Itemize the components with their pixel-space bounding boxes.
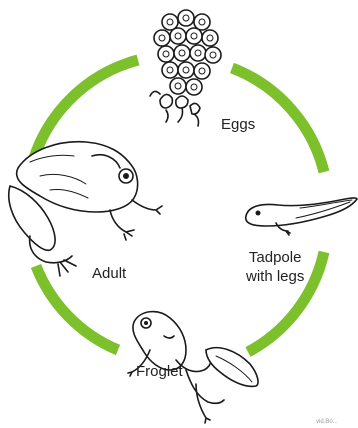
stage-label-adult: Adult: [92, 264, 126, 283]
egg-cluster: [154, 10, 221, 95]
stage-label-froglet: Froglet: [136, 362, 183, 381]
watermark-text: vid.Bo...: [316, 419, 338, 425]
tadpole-eye: [256, 211, 261, 216]
adult-frog-illustration: [9, 142, 162, 276]
eggs-illustration: [150, 10, 221, 126]
tadpole-illustration: [246, 198, 357, 235]
stage-label-tadpole: Tadpole with legs: [246, 248, 304, 286]
hatching-tadpoles: [150, 91, 200, 126]
stage-label-eggs: Eggs: [221, 115, 255, 134]
